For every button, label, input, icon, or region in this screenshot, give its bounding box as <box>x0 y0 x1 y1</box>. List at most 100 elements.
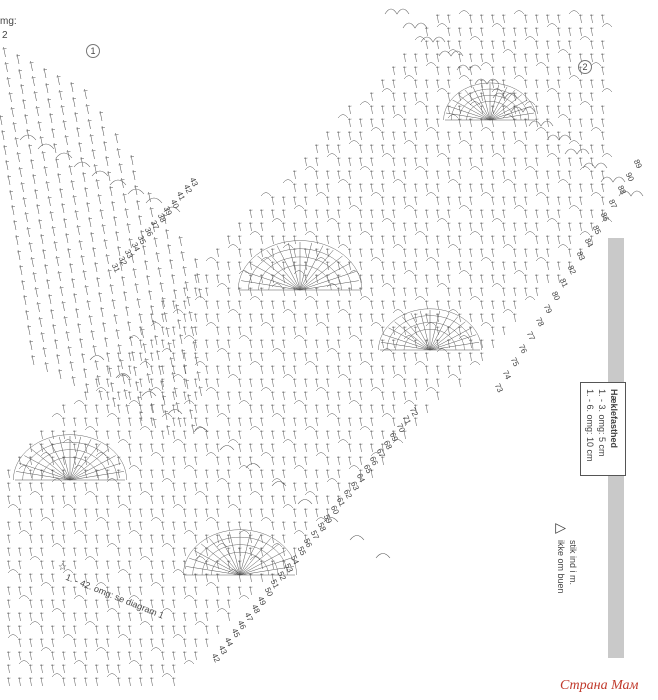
chain-arc <box>106 673 118 678</box>
dc-crossbar <box>446 40 451 42</box>
dc-crossbar <box>270 508 275 510</box>
dc-crossbar <box>457 222 462 224</box>
dc-crossbar <box>281 222 286 224</box>
dc-crossbar <box>413 274 418 276</box>
dc-crossbar <box>270 378 275 380</box>
chain-arc <box>194 491 206 496</box>
fan-stitch <box>299 249 334 291</box>
dc-crossbar <box>182 508 187 510</box>
dc-crossbar <box>545 209 550 211</box>
chain-arc <box>601 153 613 158</box>
dc-crossbar <box>105 560 110 562</box>
chain-arc <box>29 491 41 496</box>
dc-crossbar <box>534 27 539 29</box>
fan-stitch <box>244 271 301 291</box>
dc-crossbar <box>36 303 41 305</box>
dc-crossbar <box>215 391 220 393</box>
chain-arc <box>145 197 163 204</box>
fan-stitch <box>48 439 71 481</box>
dc-crossbar <box>52 144 58 146</box>
dc-crossbar <box>259 469 264 471</box>
chain-arc <box>469 101 481 106</box>
dc-crossbar <box>19 85 25 87</box>
dc-crossbar <box>589 170 594 172</box>
dc-crossbar <box>512 313 517 315</box>
chain-arc <box>205 582 217 587</box>
dc-crossbar <box>23 115 29 117</box>
dc-crossbar <box>226 417 231 419</box>
dc-crossbar <box>39 560 44 562</box>
dc-crossbar <box>42 348 47 350</box>
dc-crossbar <box>567 40 572 42</box>
dc-crossbar <box>63 317 68 319</box>
dc-crossbar <box>567 105 572 107</box>
dc-crossbar <box>116 247 122 249</box>
dc-crossbar <box>38 318 43 320</box>
dc-crossbar <box>149 430 154 432</box>
dc-crossbar <box>468 196 473 198</box>
dc-crossbar <box>314 404 319 406</box>
dc-crossbar <box>50 664 55 666</box>
dc-crossbar <box>55 355 61 357</box>
dc-crossbar <box>149 404 154 406</box>
dc-crossbar <box>534 14 539 16</box>
chain-arc <box>502 49 514 54</box>
dc-crossbar <box>138 586 143 588</box>
dc-crossbar <box>534 53 539 55</box>
fan-stitch <box>239 538 271 576</box>
dc-crossbar <box>391 365 396 367</box>
dc-crossbar <box>490 248 495 250</box>
chain-arc <box>183 530 195 535</box>
dc-crossbar <box>523 53 528 55</box>
dc-crossbar <box>578 131 583 133</box>
dc-crossbar <box>424 235 429 237</box>
dc-crossbar <box>413 118 418 120</box>
dc-crossbar <box>83 417 88 419</box>
dc-crossbar <box>29 62 34 64</box>
dc-crossbar <box>589 92 594 94</box>
dc-crossbar <box>314 157 319 159</box>
dc-crossbar <box>402 378 407 380</box>
dc-crossbar <box>556 157 561 159</box>
dc-crossbar <box>259 378 264 380</box>
dc-crossbar <box>314 365 319 367</box>
dc-crossbar <box>127 508 132 510</box>
dc-crossbar <box>237 300 242 302</box>
dc-crossbar <box>468 209 473 211</box>
dc-crossbar <box>248 547 253 549</box>
dc-crossbar <box>127 677 132 679</box>
dc-crossbar <box>193 456 198 458</box>
dc-crossbar <box>435 66 440 68</box>
dc-crossbar <box>259 443 264 445</box>
dc-crossbar <box>149 560 154 562</box>
dc-crossbar <box>237 456 242 458</box>
dc-crossbar <box>556 261 561 263</box>
chain-arc <box>150 387 162 392</box>
dc-crossbar <box>138 677 143 679</box>
fan-stitch <box>69 448 110 481</box>
dc-crossbar <box>270 248 275 250</box>
dc-crossbar <box>44 363 49 365</box>
dc-crossbar <box>358 157 363 159</box>
fan-stitch <box>489 112 535 121</box>
fan-stitch <box>429 310 440 351</box>
dc-crossbar <box>358 183 363 185</box>
chain-arc <box>62 569 74 574</box>
chain-arc <box>227 374 239 379</box>
dc-crossbar <box>171 677 176 679</box>
dc-crossbar <box>20 281 26 283</box>
dc-crossbar <box>17 573 22 575</box>
dc-crossbar <box>358 404 363 406</box>
fan-chain <box>22 441 118 481</box>
dc-crossbar <box>12 123 17 125</box>
dc-crossbar <box>188 312 193 314</box>
dc-crossbar <box>380 144 385 146</box>
dc-crossbar <box>523 261 528 263</box>
chain-arc <box>414 36 426 41</box>
dc-crossbar <box>336 404 341 406</box>
dc-crossbar <box>545 196 550 198</box>
dc-crossbar <box>468 287 473 289</box>
fan-stitch <box>299 245 324 291</box>
dc-crossbar <box>281 391 286 393</box>
dc-crossbar <box>446 352 451 354</box>
